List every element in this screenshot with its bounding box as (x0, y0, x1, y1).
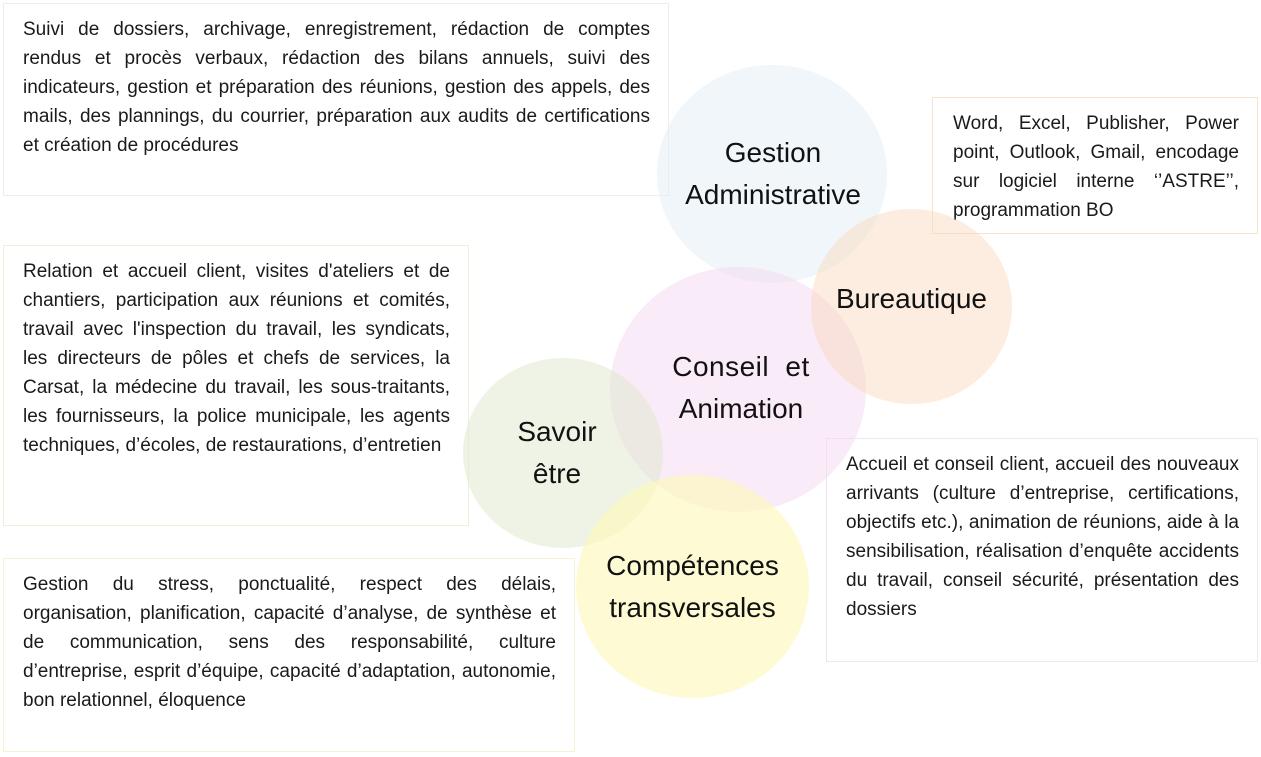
circle-competences-transversales (576, 475, 809, 698)
description-box-savoir-etre: Relation et accueil client, visites d'at… (3, 245, 469, 526)
description-text: Suivi de dossiers, archivage, enregistre… (23, 19, 650, 156)
description-box-conseil-animation: Accueil et conseil client, accueil des n… (826, 438, 1258, 662)
description-text: Gestion du stress, ponctualité, respect … (23, 574, 556, 711)
label-competences-transversales: Compétences transversales (576, 545, 809, 629)
label-line: Savoir (517, 416, 597, 447)
label-line: être (532, 458, 582, 489)
description-text: Word, Excel, Publisher, Power point, Out… (953, 113, 1239, 221)
label-line: Bureautique (835, 283, 987, 314)
label-line: transversales (609, 592, 776, 623)
label-conseil-animation: Conseil et Animation (662, 346, 820, 430)
label-line: Gestion (724, 137, 822, 168)
label-bureautique: Bureautique (811, 278, 1012, 320)
label-line: Animation (678, 393, 804, 424)
description-box-bureautique: Word, Excel, Publisher, Power point, Out… (932, 97, 1258, 234)
circle-bureautique (811, 209, 1012, 404)
label-line: Compétences (606, 550, 779, 581)
label-line: Conseil et (672, 351, 810, 382)
circle-gestion-administrative (657, 65, 887, 283)
description-box-gestion-administrative: Suivi de dossiers, archivage, enregistre… (3, 3, 669, 196)
description-text: Relation et accueil client, visites d'at… (23, 261, 450, 456)
label-savoir-etre: Savoir être (463, 411, 651, 495)
description-box-competences-transversales: Gestion du stress, ponctualité, respect … (3, 558, 575, 752)
label-line: Administrative (685, 179, 861, 210)
description-text: Accueil et conseil client, accueil des n… (846, 454, 1239, 620)
label-gestion-administrative: Gestion Administrative (657, 132, 889, 216)
